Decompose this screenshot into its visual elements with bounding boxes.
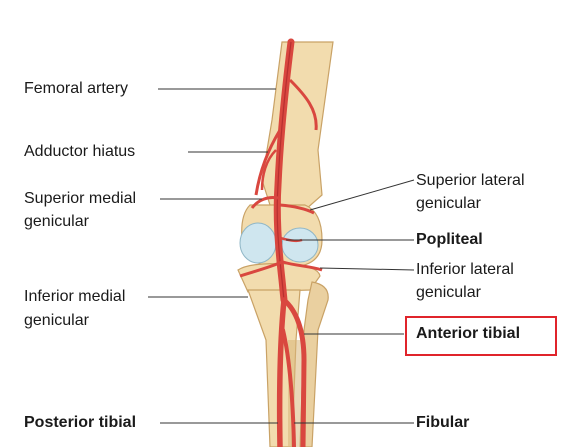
label-inferior-lateral-genicular-line2: genicular bbox=[416, 284, 481, 301]
label-inferior-medial-genicular-line2: genicular bbox=[24, 312, 89, 329]
superior-medial-genicular-artery bbox=[250, 196, 279, 209]
lateral-femoral-branch bbox=[288, 78, 318, 131]
inferior-lateral-genicular-artery bbox=[282, 260, 323, 272]
inferior-medial-genicular-artery bbox=[239, 260, 283, 278]
label-superior-medial-genicular-line2: genicular bbox=[24, 213, 89, 230]
femur-bone bbox=[261, 41, 334, 211]
label-superior-medial-genicular-line1: Superior medial bbox=[24, 190, 137, 207]
leader-inferior-lateral bbox=[319, 267, 415, 271]
label-superior-lateral-genicular-line2: genicular bbox=[416, 195, 481, 212]
label-anterior-tibial: Anterior tibial bbox=[416, 325, 521, 342]
label-adductor-hiatus: Adductor hiatus bbox=[24, 143, 136, 160]
anterior-tibial-artery bbox=[281, 297, 307, 447]
descending-genicular-artery bbox=[254, 129, 282, 196]
tibia-bone bbox=[247, 289, 301, 447]
label-inferior-lateral-genicular-line1: Inferior lateral bbox=[416, 261, 514, 278]
label-superior-lateral-genicular-line1: Superior lateral bbox=[416, 172, 525, 189]
posterior-tibial-artery bbox=[276, 297, 287, 447]
label-fibular: Fibular bbox=[416, 414, 470, 431]
lateral-cartilage bbox=[281, 227, 319, 263]
label-inferior-medial-genicular-line1: Inferior medial bbox=[24, 288, 126, 305]
leader-superior-lateral bbox=[309, 179, 415, 211]
label-popliteal: Popliteal bbox=[416, 231, 483, 248]
medial-cartilage bbox=[239, 222, 277, 264]
label-femoral-artery: Femoral artery bbox=[24, 80, 129, 97]
anterior-tibial-highlight-box bbox=[405, 316, 557, 356]
fibular-artery bbox=[281, 328, 296, 447]
superior-lateral-genicular-artery bbox=[279, 203, 315, 215]
label-posterior-tibial: Posterior tibial bbox=[24, 414, 137, 431]
